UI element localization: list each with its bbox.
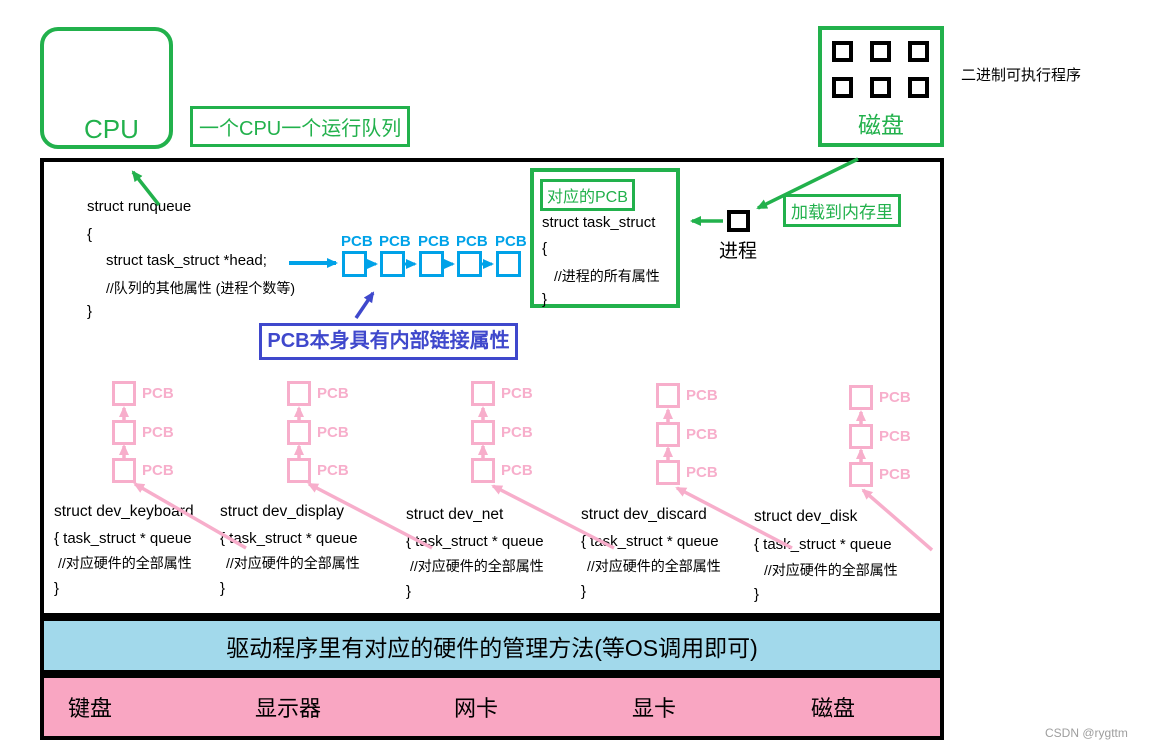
dev-struct-close: }	[581, 583, 587, 600]
task-struct-line: }	[542, 291, 548, 308]
device-pcb-label: PCB	[501, 462, 533, 479]
binary-program-square	[870, 41, 891, 62]
dev-struct-title: struct dev_net	[406, 506, 504, 523]
dev-struct-title: struct dev_discard	[581, 506, 707, 523]
hw-label-net: 网卡	[453, 696, 499, 721]
cpu-box	[40, 27, 173, 149]
dev-struct-comment: //对应硬件的全部属性	[226, 555, 360, 571]
device-pcb-node	[287, 381, 311, 406]
pcb-chain-label: PCB	[418, 233, 450, 250]
task-struct-box: 对应的PCB struct task_struct { //进程的所有属性 }	[530, 168, 680, 308]
dev-struct-open: { task_struct * queue	[220, 530, 358, 547]
device-pcb-node	[656, 422, 680, 447]
binary-program-square	[908, 41, 929, 62]
dev-struct-title: struct dev_keyboard	[54, 503, 194, 520]
one-cpu-one-runqueue-note: 一个CPU一个运行队列	[190, 106, 411, 147]
device-pcb-node	[471, 381, 495, 406]
device-pcb-node	[849, 385, 873, 410]
cpu-label: CPU	[84, 114, 139, 144]
driver-layer-text: 驱动程序里有对应的硬件的管理方法(等OS调用即可)	[226, 634, 758, 661]
device-pcb-label: PCB	[317, 424, 349, 441]
task-struct-comment: //进程的所有属性	[554, 268, 660, 284]
pcb-chain-node	[419, 251, 444, 277]
pcb-chain-label: PCB	[379, 233, 411, 250]
watermark: CSDN @rygttm	[1045, 726, 1128, 740]
pcb-chain-label: PCB	[456, 233, 488, 250]
device-pcb-label: PCB	[686, 426, 718, 443]
driver-layer-bar: 驱动程序里有对应的硬件的管理方法(等OS调用即可)	[40, 617, 944, 674]
dev-struct-open: { task_struct * queue	[406, 533, 544, 550]
binary-program-square	[908, 77, 929, 98]
corresponding-pcb-tag: 对应的PCB	[540, 179, 635, 211]
device-pcb-node	[471, 458, 495, 483]
device-pcb-label: PCB	[142, 424, 174, 441]
dev-struct-close: }	[406, 583, 412, 600]
dev-struct-open: { task_struct * queue	[754, 536, 892, 553]
binary-program-grid	[832, 41, 929, 98]
dev-struct-comment: //对应硬件的全部属性	[587, 558, 721, 574]
device-pcb-label: PCB	[686, 387, 718, 404]
device-pcb-node	[112, 381, 136, 406]
device-pcb-label: PCB	[142, 385, 174, 402]
device-pcb-node	[112, 420, 136, 445]
dev-struct-comment: //对应硬件的全部属性	[410, 558, 544, 574]
task-struct-line: struct task_struct	[542, 214, 656, 231]
hardware-layer-bar: 键盘 显示器 网卡 显卡 磁盘	[40, 674, 944, 740]
device-pcb-node	[656, 383, 680, 408]
dev-struct-open: { task_struct * queue	[581, 533, 719, 550]
device-pcb-label: PCB	[879, 466, 911, 483]
device-pcb-label: PCB	[879, 389, 911, 406]
device-pcb-node	[656, 460, 680, 485]
load-to-memory-note: 加载到内存里	[783, 194, 901, 227]
device-pcb-label: PCB	[142, 462, 174, 479]
dev-struct-close: }	[754, 586, 760, 603]
hw-label-display: 显示器	[254, 696, 322, 721]
device-pcb-node	[849, 424, 873, 449]
pcb-chain-label: PCB	[341, 233, 373, 250]
device-pcb-label: PCB	[501, 424, 533, 441]
dev-struct-close: }	[220, 580, 226, 597]
runqueue-code-line: struct task_struct *head;	[106, 252, 267, 269]
runqueue-code-comment: //队列的其他属性 (进程个数等)	[106, 280, 295, 296]
device-pcb-node	[471, 420, 495, 445]
device-pcb-label: PCB	[879, 428, 911, 445]
dev-struct-title: struct dev_display	[220, 503, 345, 520]
process-square	[727, 210, 750, 232]
runqueue-code-line: struct runqueue	[87, 198, 192, 215]
pcb-chain-node	[496, 251, 521, 277]
binary-program-square	[870, 77, 891, 98]
pcb-chain-node	[457, 251, 482, 277]
device-pcb-node	[112, 458, 136, 483]
dev-struct-title: struct dev_disk	[754, 508, 858, 525]
dev-struct-close: }	[54, 580, 60, 597]
device-pcb-label: PCB	[317, 385, 349, 402]
dev-struct-comment: //对应硬件的全部属性	[764, 562, 898, 578]
hw-label-gpu: 显卡	[631, 696, 677, 721]
task-struct-line: {	[542, 240, 548, 257]
pcb-chain-node	[380, 251, 405, 277]
pcb-chain-label: PCB	[495, 233, 527, 250]
device-pcb-node	[287, 458, 311, 483]
disk-box: 磁盘	[818, 26, 944, 147]
dev-struct-comment: //对应硬件的全部属性	[58, 555, 192, 571]
pcb-link-note: PCB本身具有内部链接属性	[259, 323, 518, 360]
binary-program-square	[832, 41, 853, 62]
binary-program-square	[832, 77, 853, 98]
runqueue-code-line: }	[87, 303, 93, 320]
hw-label-keyboard: 键盘	[67, 696, 113, 721]
hw-label-disk: 磁盘	[810, 696, 856, 721]
runqueue-code-line: {	[87, 226, 93, 243]
device-pcb-label: PCB	[317, 462, 349, 479]
process-label: 进程	[719, 241, 758, 262]
binary-executable-label: 二进制可执行程序	[961, 67, 1082, 84]
dev-struct-open: { task_struct * queue	[54, 530, 192, 547]
device-pcb-node	[849, 462, 873, 487]
disk-label: 磁盘	[858, 112, 904, 138]
device-pcb-label: PCB	[501, 385, 533, 402]
pcb-chain-node	[342, 251, 367, 277]
device-pcb-node	[287, 420, 311, 445]
device-pcb-label: PCB	[686, 464, 718, 481]
